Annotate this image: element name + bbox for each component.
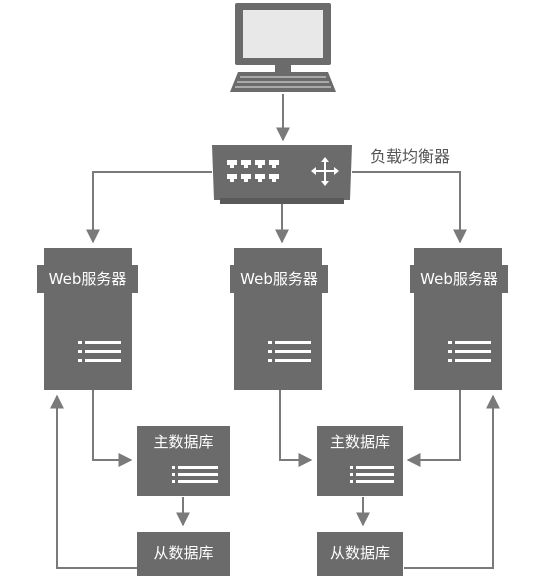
master-database-1-label: 主数据库 bbox=[153, 433, 214, 451]
web-server-2-label: Web服务器 bbox=[240, 270, 318, 288]
master-database-2 bbox=[317, 426, 403, 496]
slave-database-2-label: 从数据库 bbox=[329, 544, 390, 562]
slave-database-1 bbox=[137, 532, 230, 576]
server-rack-icon bbox=[448, 341, 491, 362]
slave-database-1-label: 从数据库 bbox=[153, 544, 214, 562]
web-server-1-label: Web服务器 bbox=[48, 270, 127, 288]
server-rack-icon bbox=[350, 466, 394, 483]
web-server-2 bbox=[230, 248, 328, 390]
web-server-3 bbox=[410, 248, 508, 390]
arrows-cross-icon bbox=[311, 157, 339, 186]
computer-icon bbox=[230, 3, 336, 92]
web-server-1 bbox=[37, 248, 138, 390]
db-connectors bbox=[50, 390, 500, 569]
load-balancer bbox=[212, 145, 352, 204]
master-database-1 bbox=[137, 426, 230, 496]
master-database-2-label: 主数据库 bbox=[329, 433, 390, 451]
web-server-3-label: Web服务器 bbox=[420, 270, 498, 288]
server-rack-icon bbox=[172, 466, 218, 483]
slave-database-2 bbox=[317, 532, 403, 576]
load-balancer-label: 负载均衡器 bbox=[370, 147, 451, 166]
network-switch-icon bbox=[227, 160, 279, 182]
lb-connectors bbox=[86, 171, 467, 244]
server-rack-icon bbox=[78, 341, 121, 362]
server-rack-icon bbox=[268, 341, 311, 362]
